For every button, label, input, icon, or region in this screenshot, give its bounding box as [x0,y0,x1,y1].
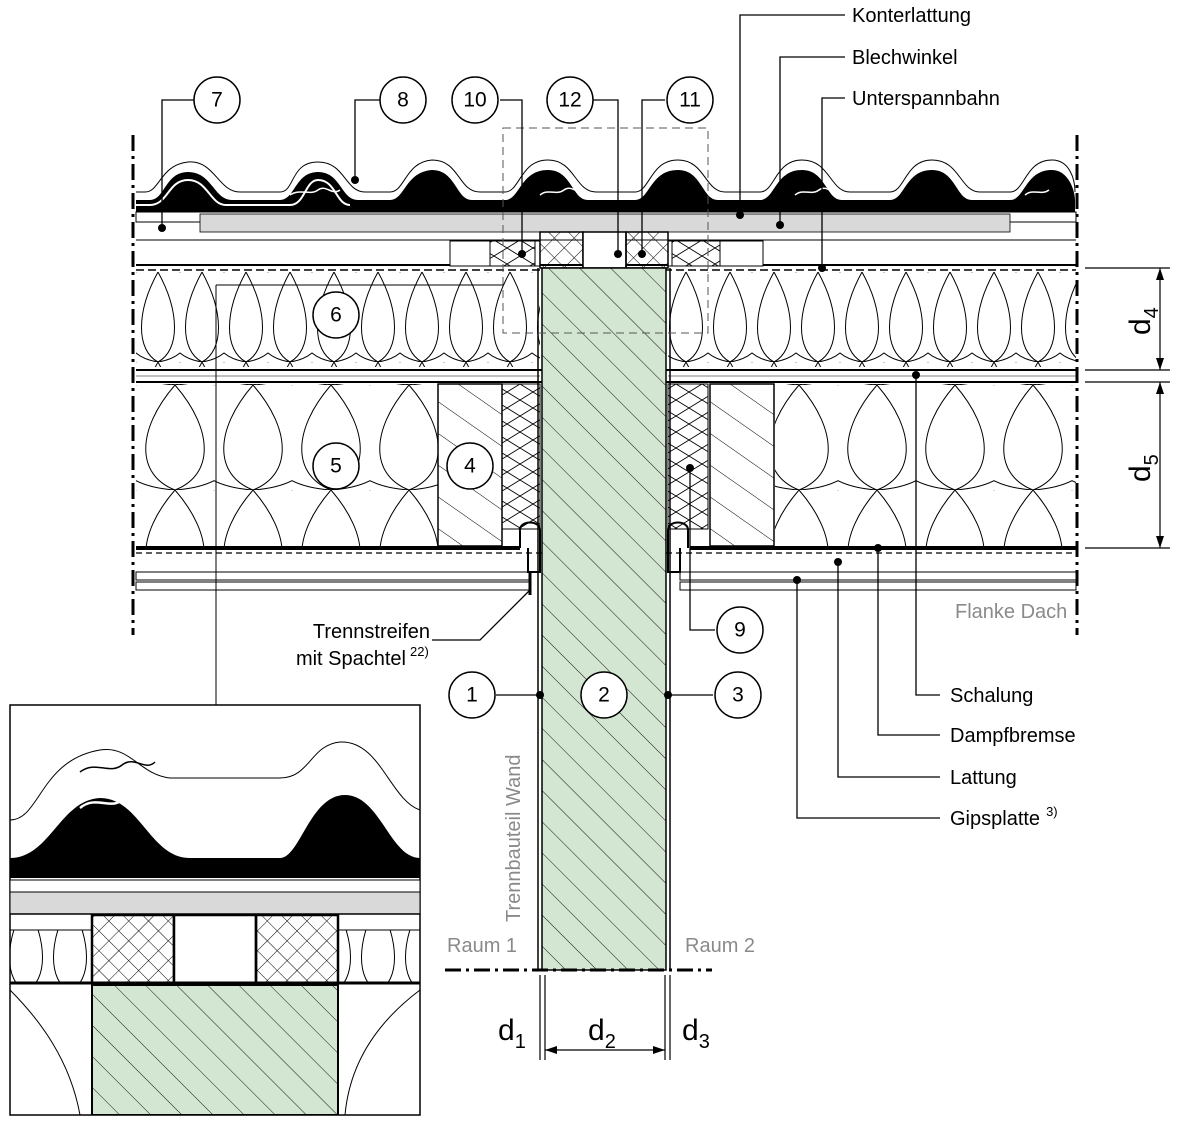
detail-frame [502,127,709,334]
dim-d4: d4 [1124,307,1163,335]
svg-text:10: 10 [463,89,486,112]
svg-text:4: 4 [464,455,476,478]
label-raum-1: Raum 1 [447,935,517,957]
label-schalung: Schalung [950,685,1033,707]
wall-head-block-left [539,231,584,269]
wall-head-block-right [625,231,669,269]
marker-5: 5 [312,442,360,490]
svg-text:1: 1 [466,684,478,707]
label-trennstreifen: Trennstreifen [313,621,430,643]
svg-text:6: 6 [330,304,342,327]
marker-2: 2 [580,671,628,719]
dim-d2: d2 [588,1014,616,1053]
label-blechwinkel: Blechwinkel [852,47,958,69]
label-trennstreifen-note: 22) [410,644,429,659]
svg-text:3: 3 [732,684,744,707]
marker-9: 9 [716,606,764,654]
label-dampfbremse: Dampfbremse [950,725,1076,747]
label-mit-spachtel: mit Spachtel [296,648,406,670]
marker-3: 3 [714,671,762,719]
marker-1: 1 [448,671,496,719]
leader-dots [158,176,920,699]
svg-text:7: 7 [211,89,223,112]
svg-text:8: 8 [397,89,409,112]
blechwinkel-strip [199,213,1011,233]
inset-detail [9,284,503,1116]
dimension-lines [539,267,1170,1060]
label-lattung: Lattung [950,767,1017,789]
leader-lines [161,14,940,819]
rafter-right [709,383,775,547]
roof-tiles [136,159,1076,212]
label-unterspannbahn: Unterspannbahn [852,88,1000,110]
insulation-rafter-right [775,384,1076,546]
marker-12: 12 [546,76,594,124]
svg-text:5: 5 [330,455,342,478]
dim-d1: d1 [498,1014,526,1053]
marker-4: 4 [446,442,494,490]
marker-10: 10 [451,76,499,124]
dim-d5: d5 [1124,454,1163,482]
svg-text:9: 9 [734,619,746,642]
marker-11: 11 [666,76,714,124]
label-flanke-dach: Flanke Dach [955,601,1067,623]
marker-6: 6 [312,291,360,339]
svg-text:12: 12 [558,89,581,112]
marker-8: 8 [379,76,427,124]
insulation-upper-right [668,272,1076,367]
label-raum-2: Raum 2 [685,935,755,957]
marker-7: 7 [193,76,241,124]
dim-d3: d3 [682,1014,710,1053]
label-konterlattung: Konterlattung [852,5,971,27]
label-trennbauteil-wand: Trennbauteil Wand [503,755,525,923]
svg-text:11: 11 [679,89,701,112]
insulation-rafter-left [136,384,438,546]
svg-text:2: 2 [598,684,610,707]
